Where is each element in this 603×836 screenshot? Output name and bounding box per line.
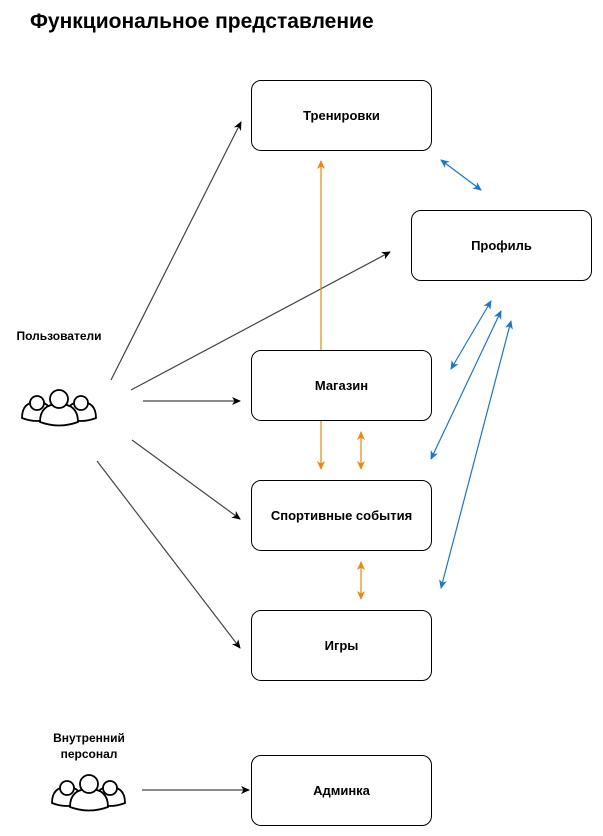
- users-label: Пользователи: [16, 329, 102, 343]
- arrow-shop-profile: [450, 300, 492, 370]
- users-group-icon: [21, 389, 97, 427]
- staff-group-icon: [51, 774, 126, 812]
- module-admin-label: Админка: [313, 783, 370, 798]
- arrow-users-events: [131, 439, 241, 520]
- diagram-title: Функциональное представление: [30, 10, 374, 33]
- module-profile[interactable]: Профиль: [411, 210, 592, 281]
- arrow-events-profile: [430, 310, 502, 460]
- module-admin[interactable]: Админка: [251, 755, 432, 826]
- arrow-users-games: [96, 460, 241, 649]
- module-events[interactable]: Спортивные события: [251, 480, 432, 551]
- arrow-games-profile: [439, 320, 513, 589]
- arrow-users-profile: [130, 251, 391, 391]
- module-games-label: Игры: [324, 638, 359, 653]
- staff-label: Внутренний персонал: [30, 730, 148, 762]
- module-trainings[interactable]: Тренировки: [251, 80, 432, 151]
- arrow-trainings-profile: [440, 159, 482, 191]
- module-events-label: Спортивные события: [270, 508, 413, 523]
- module-shop-label: Магазин: [314, 378, 369, 393]
- module-trainings-label: Тренировки: [303, 108, 380, 123]
- module-shop[interactable]: Магазин: [251, 350, 432, 421]
- module-games[interactable]: Игры: [251, 610, 432, 681]
- staff-label-line1: Внутренний: [53, 731, 125, 745]
- arrow-users-trainings: [110, 121, 242, 381]
- module-profile-label: Профиль: [471, 238, 532, 253]
- staff-label-line2: персонал: [60, 747, 118, 761]
